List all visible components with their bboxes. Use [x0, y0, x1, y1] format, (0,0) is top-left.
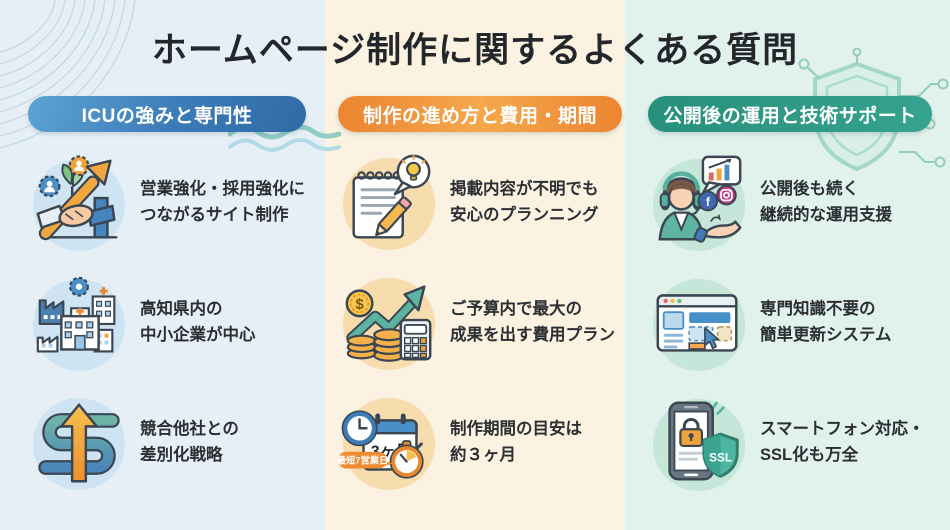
local-companies-icon: [28, 271, 130, 373]
column-header-icu-strengths: ICUの強みと専門性: [28, 96, 306, 132]
faq-item-budget-plan: $ ご予: [338, 270, 630, 374]
column-items: 営業強化・採用強化につながるサイト制作: [28, 150, 320, 494]
faq-item-local-companies: 高知県内の中小企業が中心: [28, 270, 320, 374]
faq-item-text: 高知県内の中小企業が中心: [140, 299, 256, 344]
faq-item-text: 制作期間の目安は約３ヶ月: [450, 419, 582, 464]
column-icu-strengths: ICUの強みと専門性: [28, 96, 320, 510]
svg-text:f: f: [706, 196, 710, 209]
column-items: 掲載内容が不明でも安心のプランニング $: [338, 150, 630, 494]
svg-text:$: $: [355, 297, 363, 313]
notepad-pencil-idea-icon: [338, 151, 440, 253]
faq-item-mobile-ssl: SSL スマートフォン対応・SSL化も万全: [648, 390, 940, 494]
column-header-support-operation: 公開後の運用と技術サポート: [648, 96, 932, 132]
faq-item-text: 専門知識不要の簡単更新システム: [760, 299, 892, 344]
budget-growth-calculator-icon: $: [338, 271, 440, 373]
faq-item-text: 掲載内容が不明でも安心のプランニング: [450, 179, 599, 224]
easy-update-cms-icon: [648, 271, 750, 373]
faq-item-differentiation: 競合他社との差別化戦略: [28, 390, 320, 494]
faq-item-text: スマートフォン対応・SSL化も万全: [760, 419, 925, 464]
faq-item-easy-update: 専門知識不要の簡単更新システム: [648, 270, 940, 374]
faq-item-sales-recruiting: 営業強化・採用強化につながるサイト制作: [28, 150, 320, 254]
calendar-schedule-icon: 3ヶ月 最短7営業日: [338, 391, 440, 493]
column-header-process-cost: 制作の進め方と費用・期間: [338, 96, 622, 132]
faq-item-text: 営業強化・採用強化につながるサイト制作: [140, 179, 305, 224]
support-operator-icon: f: [648, 151, 750, 253]
svg-text:SSL: SSL: [709, 452, 732, 465]
svg-text:最短7営業日: 最短7営業日: [338, 455, 388, 466]
faq-item-operation-support: f 公開後も続く継続的な運用支援: [648, 150, 940, 254]
faq-item-text: ご予算内で最大の成果を出す費用プラン: [450, 299, 615, 344]
column-support-operation: 公開後の運用と技術サポート: [648, 96, 940, 510]
column-process-cost: 制作の進め方と費用・期間: [338, 96, 630, 510]
faq-item-timeline: 3ヶ月 最短7営業日: [338, 390, 630, 494]
page-title: ホームページ制作に関するよくある質問: [151, 31, 799, 70]
smartphone-ssl-icon: SSL: [648, 391, 750, 493]
differentiation-arrow-icon: [28, 391, 130, 493]
growth-handshake-icon: [28, 151, 130, 253]
faq-item-text: 公開後も続く継続的な運用支援: [760, 179, 892, 224]
column-items: f 公開後も続く継続的な運用支援: [648, 150, 940, 494]
faq-item-planning: 掲載内容が不明でも安心のプランニング: [338, 150, 630, 254]
faq-item-text: 競合他社との差別化戦略: [140, 419, 239, 464]
